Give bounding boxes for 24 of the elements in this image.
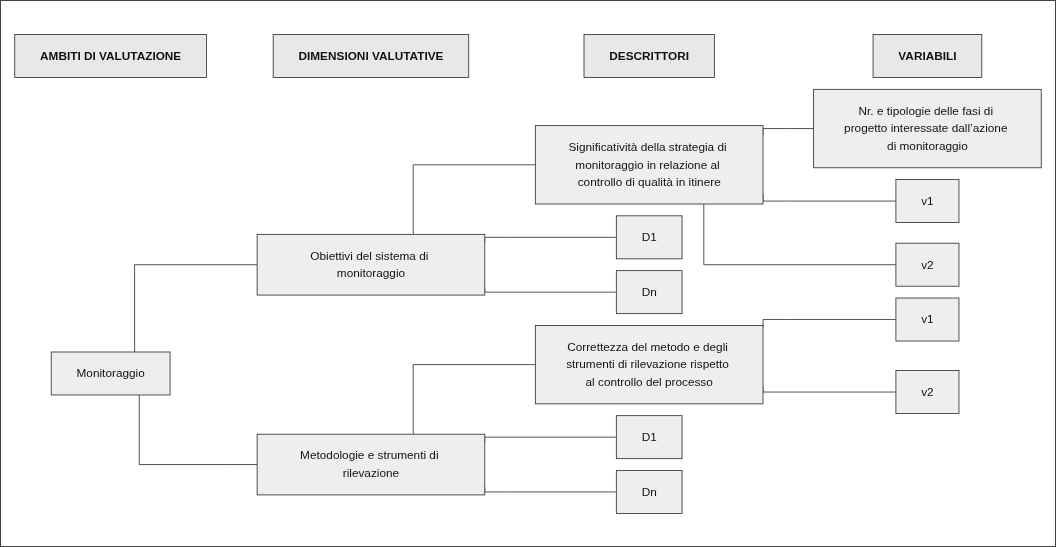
connector (703, 203, 897, 265)
node-box: Significatività della strategia di monitoraggio in relazione al controllo di qualità in itinere (534, 124, 764, 204)
node-box: DIMENSIONI VALUTATIVE (272, 33, 470, 78)
node-box: Dn (615, 269, 683, 314)
node-box: D1 (615, 414, 683, 459)
node-box: Monitoraggio (50, 351, 171, 395)
node-box: v1 (895, 297, 960, 341)
node-box: v2 (895, 242, 960, 287)
node-box: v2 (895, 369, 960, 414)
node-box: DESCRITTORI (583, 33, 715, 78)
connector (412, 363, 536, 435)
node-box: AMBITI DI VALUTAZIONE (14, 33, 207, 78)
node-box: Obiettivi del sistema di monitoraggio (256, 233, 486, 295)
node-box: D1 (615, 214, 683, 259)
node-box: VARIABILI (872, 33, 983, 78)
node-box: Dn (615, 469, 683, 514)
node-box: Correttezza del metodo e degli strumenti di rilevazione rispetto al controllo del processo (534, 324, 764, 404)
node-box: v1 (895, 178, 960, 223)
connector (138, 394, 258, 465)
connector (412, 163, 536, 235)
connector (762, 318, 897, 328)
node-box: Nr. e tipologie delle fasi di progetto interessate dall’azione di monitoraggio (813, 88, 1042, 168)
connector (134, 263, 258, 352)
node-box: Metodologie e strumenti di rilevazione (256, 433, 486, 495)
